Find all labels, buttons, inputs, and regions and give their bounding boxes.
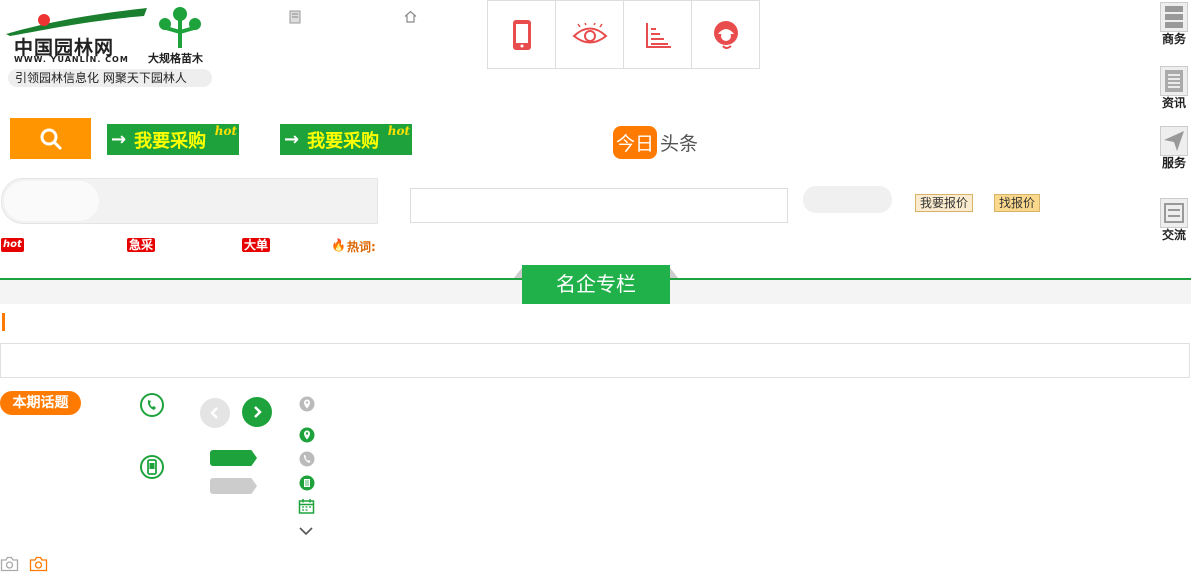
- chevron-right-icon: [254, 406, 262, 418]
- prev-button[interactable]: [200, 398, 230, 428]
- phone-call-icon[interactable]: [139, 392, 165, 418]
- tab-inactive[interactable]: [210, 478, 257, 494]
- mobile-small-icon[interactable]: [289, 10, 301, 24]
- chat-icon: [1160, 198, 1188, 228]
- document-icon: [1160, 66, 1188, 96]
- hot-keywords-label: 热词:: [347, 240, 376, 254]
- topic-badge[interactable]: 本期话题: [0, 391, 81, 415]
- side-tool-chat[interactable]: 交流: [1159, 198, 1189, 243]
- side-tool-label: 商务: [1161, 32, 1186, 46]
- logo-brush-icon: [6, 8, 147, 36]
- section-marker: [2, 313, 5, 331]
- chevron-down-icon[interactable]: [298, 525, 314, 537]
- my-quote-button[interactable]: 我要报价: [915, 194, 974, 212]
- content-strip: [0, 343, 1190, 378]
- telephone-icon: [299, 451, 315, 467]
- logo-domain: WWW. YUANLIN. COM: [14, 55, 129, 64]
- logo-slogan: 引领园林信息化 网聚天下园林人: [8, 69, 212, 87]
- hot-label: hot: [387, 124, 410, 138]
- big-order-tag: 大单: [242, 238, 271, 252]
- hot-label: hot: [214, 124, 237, 138]
- fire-icon: 🔥: [331, 238, 346, 252]
- eye-icon: [571, 22, 608, 43]
- quick-mobile[interactable]: [488, 1, 556, 68]
- quick-support[interactable]: [692, 1, 759, 68]
- search-icon: [40, 128, 62, 150]
- chart-icon: [645, 22, 671, 48]
- location-green-icon: [299, 427, 315, 443]
- server-icon: [1160, 2, 1188, 32]
- side-tool-news[interactable]: 资讯: [1159, 66, 1189, 111]
- search-input[interactable]: [410, 188, 788, 223]
- tab-active[interactable]: [210, 450, 257, 466]
- column-title: 名企专栏: [522, 265, 670, 304]
- hot-tag: hot: [1, 238, 24, 252]
- side-tool-label: 资讯: [1161, 96, 1186, 110]
- support-icon: [713, 20, 738, 49]
- tab-corner-right: [668, 265, 678, 278]
- camera-icon[interactable]: [0, 556, 19, 572]
- logo[interactable]: 中国园林网 WWW. YUANLIN. COM 大规格苗木 引领园林信息化 网聚…: [0, 0, 215, 90]
- buy-button-label: 我要采购: [307, 130, 380, 152]
- urgent-tag: 急采: [127, 238, 156, 252]
- next-button[interactable]: [242, 397, 272, 427]
- side-tool-service[interactable]: 服务: [1159, 126, 1189, 171]
- search-type-toggle[interactable]: [1, 178, 378, 224]
- buy-button-1[interactable]: → 我要采购 hot: [107, 124, 239, 155]
- arrow-right-icon: →: [111, 129, 127, 150]
- today-badge: 今日: [613, 126, 658, 159]
- quick-view[interactable]: [556, 1, 624, 68]
- home-icon[interactable]: [404, 10, 417, 23]
- chevron-left-icon: [210, 407, 218, 419]
- side-tool-business[interactable]: 商务: [1159, 2, 1189, 47]
- side-tool-label: 交流: [1161, 228, 1186, 242]
- logo-subtitle: 大规格苗木: [148, 52, 203, 65]
- today-headline[interactable]: 今日 头条: [613, 126, 698, 159]
- tab-corner-left: [514, 265, 524, 278]
- buy-button-2[interactable]: → 我要采购 hot: [280, 124, 412, 155]
- buy-button-label: 我要采购: [134, 130, 207, 152]
- quick-icons: [487, 0, 760, 69]
- send-icon: [1160, 126, 1188, 156]
- find-quote-button[interactable]: 找报价: [994, 194, 1041, 212]
- calendar-icon: [298, 499, 315, 514]
- quick-chart[interactable]: [624, 1, 692, 68]
- camera-orange-icon[interactable]: [29, 556, 48, 572]
- search-button[interactable]: [10, 118, 91, 159]
- fax-icon: [299, 475, 315, 491]
- toggle-knob[interactable]: [4, 181, 99, 221]
- tree-icon: [159, 7, 201, 48]
- today-text: 头条: [660, 133, 699, 155]
- filter-pill[interactable]: [803, 186, 892, 213]
- mobile-icon[interactable]: [139, 454, 165, 480]
- arrow-right-icon: →: [284, 129, 300, 150]
- side-tool-label: 服务: [1161, 156, 1186, 170]
- logo-name: 中国园林网: [14, 37, 115, 59]
- phone-icon: [512, 19, 531, 50]
- location-icon: [299, 396, 315, 412]
